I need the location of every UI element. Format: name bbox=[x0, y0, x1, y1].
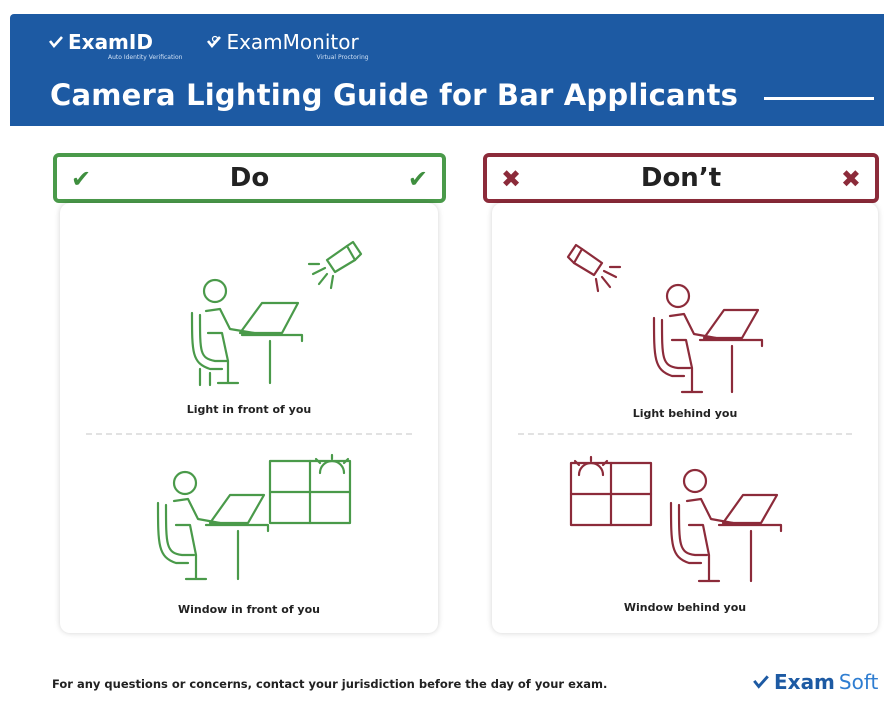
do-label: Do bbox=[229, 163, 270, 193]
person-at-desk-window-icon bbox=[156, 453, 352, 581]
x-icon: ✖ bbox=[501, 165, 522, 193]
examid-name: ExamID bbox=[68, 30, 153, 54]
divider bbox=[86, 433, 412, 435]
do-panel: Light in front of you Window in front of… bbox=[60, 203, 438, 633]
examid-tagline: Auto Identity Verification bbox=[108, 54, 183, 61]
caption-window-behind: Window behind you bbox=[623, 601, 747, 614]
person-at-desk-icon bbox=[652, 283, 764, 394]
check-icon: ✔ bbox=[407, 165, 428, 193]
check-badge-icon bbox=[48, 36, 63, 49]
exammonitor-name: ExamMonitor bbox=[226, 30, 359, 54]
page-title: Camera Lighting Guide for Bar Applicants bbox=[50, 78, 739, 112]
exammonitor-logo: ExamMonitor Virtual Proctoring bbox=[206, 30, 369, 61]
title-rule bbox=[764, 97, 874, 100]
check-icon: ✔ bbox=[71, 165, 92, 193]
caption-window-front: Window in front of you bbox=[177, 603, 320, 616]
window-behind-person-icon bbox=[569, 455, 783, 583]
divider bbox=[518, 433, 852, 435]
x-icon: ✖ bbox=[840, 165, 861, 193]
examid-logo: ExamID Auto Identity Verification bbox=[48, 30, 182, 61]
exammonitor-tagline: Virtual Proctoring bbox=[316, 54, 369, 61]
check-badge-icon bbox=[753, 675, 769, 689]
logo-group: ExamID Auto Identity Verification ExamMo… bbox=[48, 30, 369, 61]
dont-label: Don’t bbox=[640, 163, 722, 193]
lamp-icon bbox=[566, 243, 622, 293]
dont-heading: ✖ Don’t ✖ bbox=[483, 153, 879, 203]
brand-exam: Exam bbox=[774, 670, 835, 694]
header-banner bbox=[10, 14, 884, 126]
brand-soft: Soft bbox=[838, 670, 879, 694]
person-at-desk-icon bbox=[190, 278, 304, 387]
caption-light-behind: Light behind you bbox=[632, 407, 738, 420]
check-badge-icon bbox=[207, 35, 222, 49]
caption-light-front: Light in front of you bbox=[186, 403, 312, 416]
dont-panel: Light behind you Window behind you bbox=[492, 203, 878, 633]
lamp-icon bbox=[307, 240, 363, 290]
footer-note: For any questions or concerns, contact y… bbox=[52, 677, 608, 691]
do-heading: ✔ Do ✔ bbox=[53, 153, 446, 203]
